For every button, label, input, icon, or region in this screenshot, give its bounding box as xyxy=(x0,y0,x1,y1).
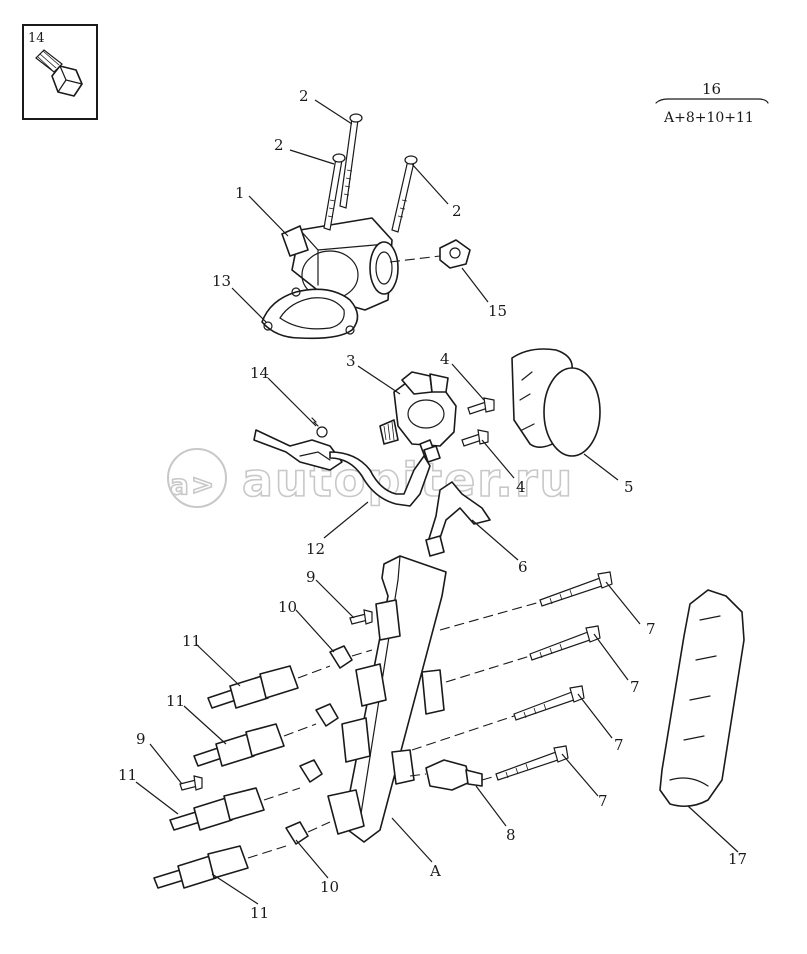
callout-4: 4 xyxy=(440,350,450,368)
bracket-14 xyxy=(253,417,343,471)
callout-5: 5 xyxy=(624,478,634,496)
clip-10d xyxy=(285,821,331,845)
callout-2: 2 xyxy=(452,202,462,220)
callout-3: 3 xyxy=(346,352,356,370)
kit-contents: A+8+10+11 xyxy=(663,110,754,126)
bolt-2c xyxy=(391,155,418,233)
injector-11b xyxy=(193,723,317,767)
callout-A: A xyxy=(429,862,441,880)
callout-11: 11 xyxy=(118,766,137,784)
bolt-7d xyxy=(481,745,569,781)
throttle-body xyxy=(281,217,399,311)
watermark-logo-arrow: a> xyxy=(170,468,216,501)
bolt-2b xyxy=(323,153,346,231)
fuel-line-6 xyxy=(425,481,491,557)
callout-6: 6 xyxy=(518,558,528,576)
callout-10: 10 xyxy=(320,878,339,896)
callout-7: 7 xyxy=(614,736,624,754)
callout-7: 7 xyxy=(598,792,608,810)
kit-number: 16 xyxy=(702,80,721,98)
inset-box: 14 xyxy=(22,24,98,120)
clip-10a xyxy=(329,645,373,669)
fuel-pump-3 xyxy=(379,371,457,461)
callout-14: 14 xyxy=(250,364,269,382)
callout-13: 13 xyxy=(212,272,231,290)
callout-12: 12 xyxy=(306,540,325,558)
gasket-13 xyxy=(261,287,359,340)
callout-11: 11 xyxy=(166,692,185,710)
bolt-9a xyxy=(349,609,373,625)
callout-1: 1 xyxy=(235,184,245,202)
bolt-9b xyxy=(179,775,203,791)
bolt-2a xyxy=(339,113,363,209)
injector-11d xyxy=(153,845,287,889)
bolt-4a xyxy=(467,397,495,415)
cover-5 xyxy=(511,348,601,457)
callout-7: 7 xyxy=(630,678,640,696)
clip-10b xyxy=(315,703,339,727)
clip-10c xyxy=(299,759,323,783)
sensor-15 xyxy=(389,239,471,269)
bolt-4b xyxy=(461,429,489,447)
callout-10: 10 xyxy=(278,598,297,616)
callout-labels: 2 2 2 1 13 15 3 4 4 5 14 12 6 9 9 10 10 … xyxy=(118,87,747,922)
callout-7: 7 xyxy=(646,620,656,638)
bolt-7b xyxy=(445,625,601,683)
callout-17: 17 xyxy=(728,850,747,868)
kit-bracket xyxy=(655,98,769,104)
callout-9: 9 xyxy=(306,568,316,586)
leader-lines xyxy=(135,99,739,905)
callout-15: 15 xyxy=(488,302,507,320)
inset-bolt-icon xyxy=(35,49,83,97)
callout-9: 9 xyxy=(136,730,146,748)
callout-8: 8 xyxy=(506,826,516,844)
injector-11a xyxy=(207,665,331,709)
inset-label: 14 xyxy=(28,31,45,46)
bolt-7a xyxy=(439,571,613,631)
callout-2: 2 xyxy=(274,136,284,154)
watermark-logo-icon xyxy=(167,448,227,508)
injector-11c xyxy=(169,787,301,831)
pressure-sensor-8 xyxy=(409,759,483,791)
fuel-line-12 xyxy=(329,445,441,507)
cover-17 xyxy=(659,589,745,808)
callout-4: 4 xyxy=(516,478,526,496)
callout-11: 11 xyxy=(250,904,269,922)
callout-2: 2 xyxy=(299,87,309,105)
fuel-rail-A xyxy=(327,555,447,843)
callout-11: 11 xyxy=(182,632,201,650)
kit-label: 16 A+8+10+11 xyxy=(655,80,769,126)
